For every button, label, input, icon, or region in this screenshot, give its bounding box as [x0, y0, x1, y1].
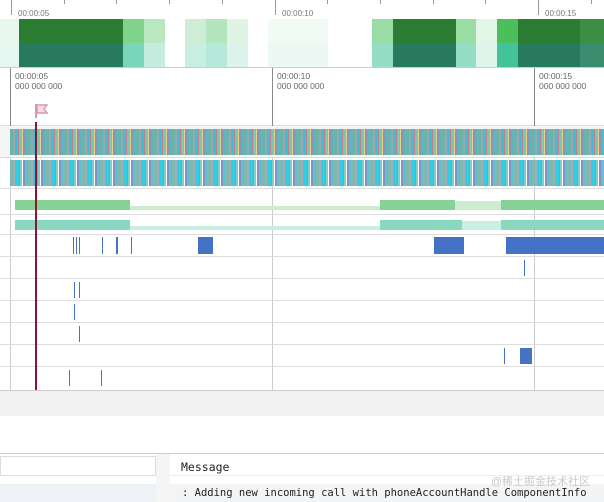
- event-track[interactable]: [0, 301, 604, 323]
- watermark: @稀土掘金技术社区: [490, 476, 590, 488]
- ruler-time: 00:00:10: [277, 71, 311, 81]
- event-track[interactable]: [0, 367, 604, 390]
- ruler-nanos: 000 000 000: [539, 81, 587, 91]
- frequency-track[interactable]: [0, 215, 604, 235]
- left-list-row[interactable]: [0, 484, 156, 502]
- message-column-header[interactable]: Message: [170, 456, 604, 476]
- log-panel: Message : Adding new incoming call with …: [0, 454, 604, 502]
- panel-splitter[interactable]: [156, 454, 170, 502]
- overview-heatmap: [0, 19, 604, 67]
- event-track[interactable]: [0, 323, 604, 345]
- ruler-time: 00:00:05: [15, 71, 49, 81]
- overview-time-label: 00:00:10: [282, 9, 314, 18]
- time-cursor[interactable]: [35, 122, 37, 390]
- event-track[interactable]: [0, 235, 604, 257]
- ruler-nanos: 000 000 000: [15, 81, 63, 91]
- filter-input[interactable]: [0, 456, 156, 476]
- event-track[interactable]: [0, 279, 604, 301]
- panel-separator[interactable]: [0, 390, 604, 416]
- log-row[interactable]: : Adding new incoming call with phoneAcc…: [170, 484, 604, 502]
- time-ruler[interactable]: 00:00:05 000 000 000 00:00:10 000 000 00…: [0, 68, 604, 126]
- overview-time-label: 00:00:15: [545, 9, 577, 18]
- frequency-track[interactable]: [0, 189, 604, 215]
- track-area[interactable]: [0, 126, 604, 390]
- ruler-time: 00:00:15: [539, 71, 573, 81]
- cpu-track[interactable]: [0, 158, 604, 189]
- overview-ruler: 00:00:05 00:00:10 00:00:15: [0, 0, 604, 19]
- event-track[interactable]: [0, 345, 604, 367]
- overview-time-label: 00:00:05: [18, 9, 50, 18]
- flag-icon[interactable]: [34, 103, 50, 119]
- ruler-nanos: 000 000 000: [277, 81, 325, 91]
- cpu-track[interactable]: [0, 126, 604, 158]
- event-track[interactable]: [0, 257, 604, 279]
- overview-timeline[interactable]: 00:00:05 00:00:10 00:00:15: [0, 0, 604, 68]
- details-area: [0, 416, 604, 454]
